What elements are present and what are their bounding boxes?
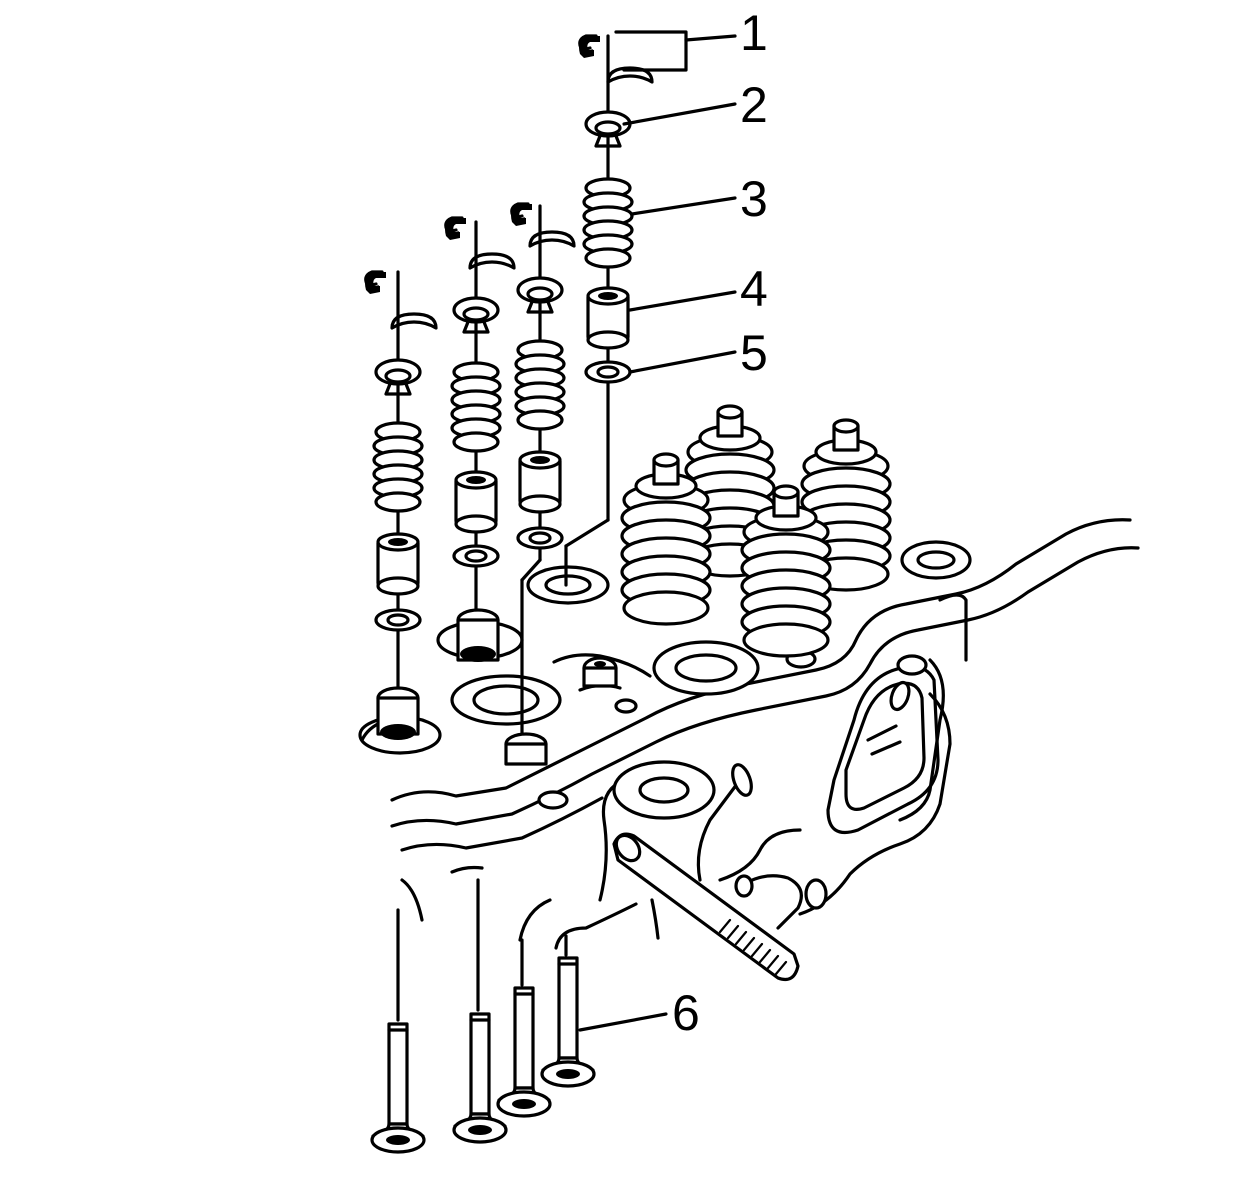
callout-5: 5 [740,325,768,381]
callout-6: 6 [672,985,700,1041]
callout-4: 4 [740,261,768,317]
valve-assembly-3 [443,216,516,662]
valves-exploded [370,878,596,1154]
stud-bolt [612,832,800,982]
callout-1: 1 [740,5,768,61]
callout-labels: 1 2 3 4 5 6 [672,5,768,1041]
callout-3: 3 [740,171,768,227]
installed-valve-springs [620,404,892,658]
valve-assembly-2 [504,202,576,766]
callout-2: 2 [740,77,768,133]
valve-assembly-4 [363,270,438,740]
valve-assembly-right [564,34,654,587]
callout-leaders [578,30,737,1032]
